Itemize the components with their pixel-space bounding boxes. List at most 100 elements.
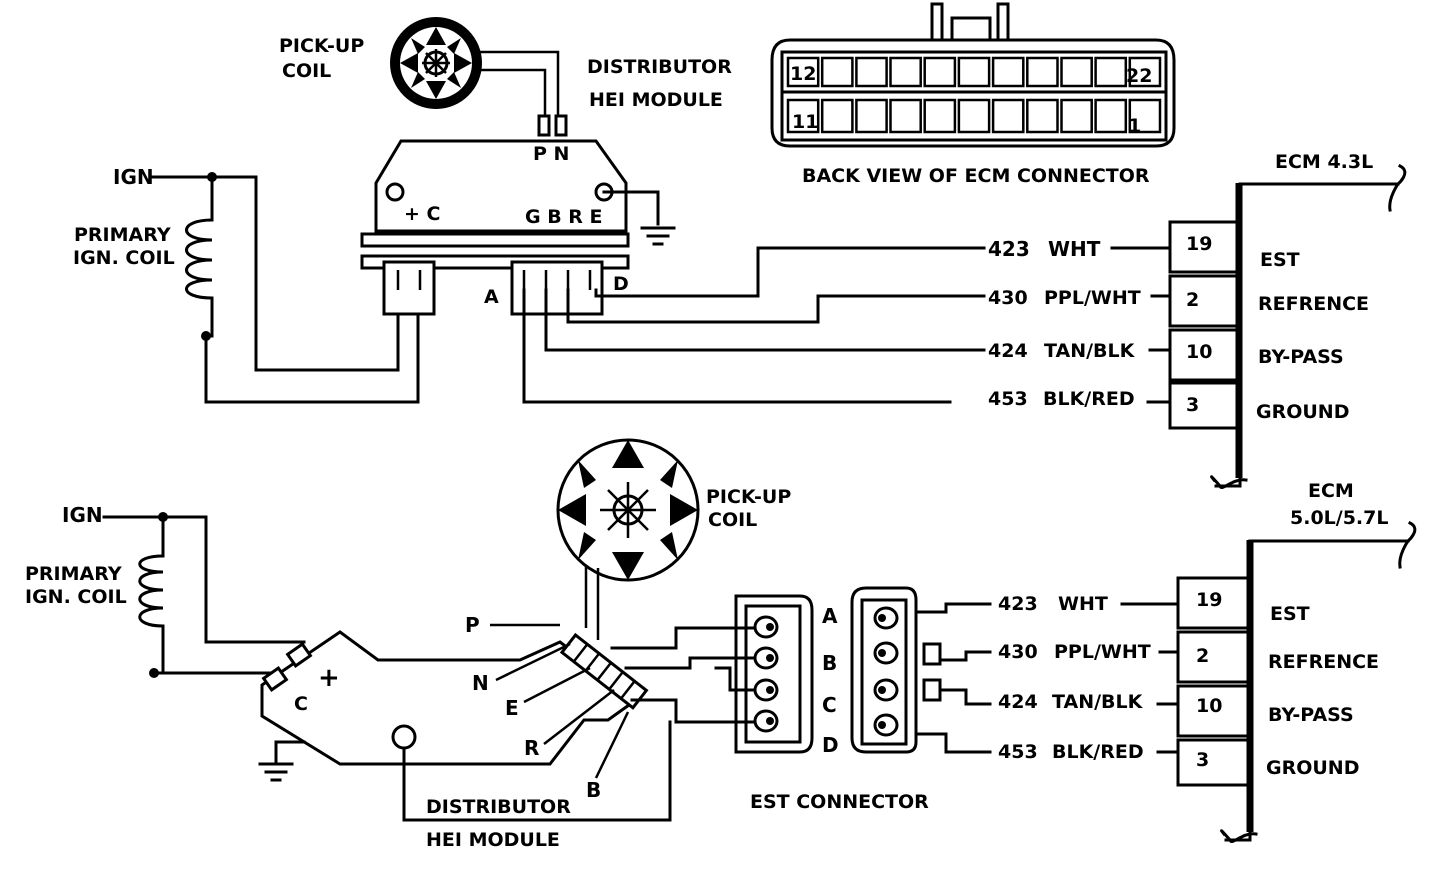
top-ecm-pin-10: 10: [1186, 341, 1212, 363]
top-module-plus-c: + C: [404, 203, 440, 225]
est-connector-label: EST CONNECTOR: [750, 791, 929, 813]
bottom-ecm-pin-19: 19: [1196, 589, 1222, 611]
top-ecm-pin-3: 3: [1186, 394, 1199, 416]
ecm-connector-cell: [786, 56, 820, 88]
top-pickup-coil-icon: [390, 17, 482, 109]
bottom-primary-coil-label-1: PRIMARY: [25, 563, 122, 585]
top-circuit-430-color: PPL/WHT: [1044, 287, 1141, 309]
bottom-circuit-424-num: 424: [998, 691, 1038, 713]
est-letter-a: A: [822, 604, 838, 628]
top-terminal-a: A: [484, 286, 499, 308]
bottom-ecm-pin-2: 2: [1196, 645, 1209, 667]
bottom-terminal-e: E: [505, 696, 519, 720]
top-circuit-453-color: BLK/RED: [1043, 388, 1135, 410]
top-ecm-title: ECM 4.3L: [1275, 151, 1373, 173]
bottom-circuit-430-color: PPL/WHT: [1054, 641, 1151, 663]
top-ign-label: IGN: [113, 165, 154, 189]
bottom-ecm-bypass: BY-PASS: [1268, 704, 1354, 726]
bottom-terminal-b: B: [586, 778, 601, 802]
ecm-connector-cell: [991, 98, 1025, 134]
top-circuit-453-num: 453: [988, 388, 1028, 410]
est-letter-d: D: [822, 733, 839, 757]
top-module-label-2: HEI MODULE: [589, 89, 723, 111]
ecm-connector-cell: [991, 56, 1025, 88]
bottom-diagram: IGN PRIMARY IGN. COIL + C: [25, 438, 1417, 851]
top-terminal-d: D: [613, 273, 629, 295]
ecm-connector-cell: [923, 98, 957, 134]
ecm-connector-cell: [855, 98, 888, 134]
bottom-terminal-p: P: [465, 613, 480, 637]
top-circuit-424-color: TAN/BLK: [1044, 340, 1136, 362]
bottom-ecm-block: [1176, 520, 1417, 843]
bottom-module-plus: +: [318, 663, 340, 693]
top-circuit-424-num: 424: [988, 340, 1028, 362]
ecm-connector-cell: [786, 98, 820, 134]
bottom-primary-coil-label-2: IGN. COIL: [25, 586, 127, 608]
ecm-connector-cell: [923, 56, 957, 88]
ecm-connector-cell: [1128, 56, 1162, 88]
ecm-connector-cell: [889, 98, 922, 134]
bottom-ecm-pin-3: 3: [1196, 749, 1209, 771]
bottom-ign-label: IGN: [62, 503, 103, 527]
top-circuit-430-num: 430: [988, 287, 1028, 309]
top-ecm-pin-19: 19: [1186, 233, 1212, 255]
bottom-module-label-2: HEI MODULE: [426, 829, 560, 851]
est-connector: [734, 586, 942, 754]
top-ecm-pin-2: 2: [1186, 289, 1199, 311]
bottom-circuit-430-num: 430: [998, 641, 1038, 663]
bottom-pickup-coil-label-1: PICK-UP: [706, 486, 791, 508]
top-ecm-block: [1168, 163, 1407, 489]
top-primary-coil-label-1: PRIMARY: [74, 224, 171, 246]
ecm-connector-cell: [1128, 98, 1162, 134]
ecm-connector-cells: [786, 56, 1162, 134]
bottom-pickup-coil-label-2: COIL: [708, 509, 757, 531]
top-circuit-423-color: WHT: [1048, 237, 1101, 261]
bottom-ecm-ground: GROUND: [1266, 757, 1359, 779]
bottom-terminal-n: N: [472, 671, 489, 695]
ecm-connector-cell: [1026, 98, 1059, 134]
top-module-gbre: G B R E: [525, 206, 603, 228]
bottom-circuit-423-num: 423: [998, 593, 1038, 615]
bottom-circuit-423-color: WHT: [1058, 593, 1108, 615]
bottom-module-c: C: [294, 693, 308, 715]
bottom-ecm-pin-10: 10: [1196, 695, 1222, 717]
top-ecm-est: EST: [1260, 249, 1300, 271]
bottom-module-label-1: DISTRIBUTOR: [426, 796, 571, 818]
ecm-connector-back-view: [770, 2, 1176, 148]
bottom-circuit-424-color: TAN/BLK: [1052, 691, 1144, 713]
top-hei-module: [360, 114, 630, 316]
bottom-circuit-453-color: BLK/RED: [1052, 741, 1144, 763]
bottom-circuit-453-num: 453: [998, 741, 1038, 763]
ecm-connector-cell: [1094, 56, 1128, 88]
ecm-connector-pin-11: 11: [792, 111, 818, 133]
bottom-ecm-title-1: ECM: [1308, 480, 1354, 502]
top-pickup-coil-label-2: COIL: [282, 60, 331, 82]
top-primary-coil-label-2: IGN. COIL: [73, 247, 175, 269]
ecm-connector-cell: [889, 56, 922, 88]
ecm-connector-label: BACK VIEW OF ECM CONNECTOR: [802, 165, 1150, 187]
bottom-ecm-title-2: 5.0L/5.7L: [1290, 507, 1388, 529]
ecm-connector-pin-12: 12: [790, 63, 816, 85]
top-diagram: PICK-UP COIL DISTRIBUTOR HEI MODULE P N …: [73, 2, 1407, 489]
top-pickup-coil-label-1: PICK-UP: [279, 35, 364, 57]
top-module-pn: P N: [533, 143, 569, 165]
bottom-ecm-refrence: REFRENCE: [1268, 651, 1379, 673]
bottom-ecm-est: EST: [1270, 603, 1310, 625]
ecm-connector-cell: [855, 56, 888, 88]
est-letter-b: B: [822, 651, 837, 675]
est-letter-c: C: [822, 693, 837, 717]
ecm-connector-cell: [957, 98, 991, 134]
ecm-connector-pin-22: 22: [1126, 65, 1152, 87]
bottom-hei-module: [260, 630, 649, 766]
top-module-label-1: DISTRIBUTOR: [587, 56, 732, 78]
ecm-connector-cell: [1094, 98, 1128, 134]
ecm-connector-cell: [820, 56, 854, 88]
ecm-connector-cell: [957, 56, 991, 88]
ecm-connector-pin-1: 1: [1128, 115, 1141, 137]
ecm-connector-cell: [1026, 56, 1059, 88]
top-circuit-423-num: 423: [988, 237, 1030, 261]
bottom-pickup-coil-icon: [556, 438, 700, 582]
bottom-terminal-r: R: [524, 736, 539, 760]
ecm-connector-cell: [1060, 56, 1093, 88]
